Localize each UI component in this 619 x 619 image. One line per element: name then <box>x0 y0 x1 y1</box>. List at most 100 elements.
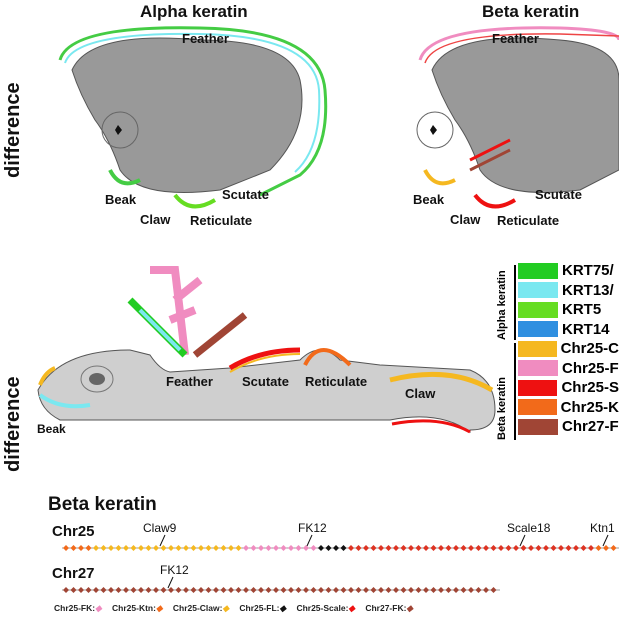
gene-marker <box>505 545 512 551</box>
gene-marker <box>408 587 414 593</box>
gene-marker <box>250 545 257 551</box>
gene-marker <box>378 545 384 551</box>
chick-body <box>37 266 496 434</box>
side-label-b: difference <box>2 376 24 472</box>
gene-marker <box>310 587 317 593</box>
gene-marker <box>603 545 609 551</box>
gene-marker <box>393 545 399 551</box>
gene-marker <box>303 545 309 551</box>
gene-marker <box>190 545 197 551</box>
gene-marker <box>130 587 137 593</box>
legend-label: KRT14 <box>562 320 610 338</box>
legend-item: Chr27-F <box>498 417 619 437</box>
gene-marker <box>250 587 257 593</box>
legend-swatch <box>518 321 558 338</box>
label-feather-a: Feather <box>182 31 229 46</box>
bird-alpha <box>58 26 328 209</box>
legend-swatch <box>518 418 558 435</box>
gene-marker <box>220 587 227 593</box>
label-claw-c: Claw <box>405 386 436 401</box>
legend-item: KRT14 <box>498 320 619 340</box>
gene-marker <box>258 545 264 551</box>
gene-markers <box>63 545 617 593</box>
label-beak-c: Beak <box>37 422 66 436</box>
legend-label: KRT13/ <box>562 281 614 299</box>
label-reticulate-c: Reticulate <box>305 374 368 389</box>
gene-marker <box>340 545 347 551</box>
gene-marker <box>220 545 227 551</box>
title-alpha-keratin: Alpha keratin <box>140 2 248 21</box>
gene-marker <box>325 587 332 593</box>
gene-marker <box>423 587 429 593</box>
legend-chr27-fk: Chr27-FK:◆ <box>365 603 413 613</box>
gene-marker <box>430 545 437 551</box>
legend-swatch <box>518 340 557 357</box>
gene-marker <box>423 545 429 551</box>
gene-marker <box>265 587 272 593</box>
gene-marker <box>415 545 422 551</box>
label-claw-a: Claw <box>140 212 171 227</box>
legend-swatch <box>518 301 558 318</box>
legend-label: Chr25-F <box>562 359 619 377</box>
legend-swatch <box>518 379 558 396</box>
marker-legend: Chr25-FK:◆ Chr25-Ktn:◆ Chr25-Claw:◆ Chr2… <box>54 603 421 614</box>
gene-marker <box>273 545 279 551</box>
gene-marker <box>498 545 504 551</box>
gene-marker <box>445 545 452 551</box>
gene-marker <box>168 545 174 551</box>
gene-marker <box>205 545 212 551</box>
gene-marker <box>258 587 264 593</box>
gene-marker <box>385 545 392 551</box>
annot-chr27-fk12: FK12 <box>160 563 189 577</box>
gene-marker <box>138 545 144 551</box>
gene-marker <box>573 545 579 551</box>
gene-marker <box>235 545 242 551</box>
gene-marker <box>595 545 602 551</box>
gene-marker <box>475 545 482 551</box>
chr27-label: Chr27 <box>52 565 95 582</box>
gene-marker <box>483 587 489 593</box>
gene-marker <box>400 587 407 593</box>
gene-marker <box>370 545 377 551</box>
gene-marker <box>175 545 182 551</box>
gene-marker <box>588 545 594 551</box>
annot-claw9: Claw9 <box>143 521 177 535</box>
gene-marker <box>175 587 182 593</box>
gene-marker <box>63 545 69 551</box>
legend-chr25-fl: Chr25-FL:◆ <box>239 603 287 613</box>
gene-marker <box>70 545 77 551</box>
gene-marker <box>460 545 467 551</box>
gene-marker <box>280 587 287 593</box>
gene-marker <box>348 587 354 593</box>
gene-marker <box>558 545 564 551</box>
legend-item: Chr25-S <box>498 378 619 398</box>
gene-marker <box>243 587 249 593</box>
legend-chr25-claw: Chr25-Claw:◆ <box>172 603 229 613</box>
gene-marker <box>288 587 294 593</box>
gene-marker <box>115 587 122 593</box>
gene-marker <box>475 587 482 593</box>
gene-marker <box>108 545 114 551</box>
legend-chr25-ktn: Chr25-Ktn:◆ <box>112 603 163 613</box>
label-scutate-b: Scutate <box>535 187 582 202</box>
annot-fk12: FK12 <box>298 521 327 535</box>
gene-marker <box>408 545 414 551</box>
gene-marker <box>100 587 107 593</box>
gene-marker <box>303 587 309 593</box>
gene-marker <box>310 545 317 551</box>
label-beak-a: Beak <box>105 192 137 207</box>
legend-label: Chr25-S <box>561 379 619 397</box>
gene-marker <box>318 545 324 551</box>
gene-marker <box>483 545 489 551</box>
gene-marker <box>198 545 204 551</box>
gene-marker <box>198 587 204 593</box>
gene-marker <box>213 545 219 551</box>
gene-marker <box>70 587 77 593</box>
gene-marker <box>265 545 272 551</box>
gene-marker <box>160 587 167 593</box>
gene-marker <box>393 587 399 593</box>
legend-label: KRT5 <box>562 301 602 319</box>
gene-marker <box>340 587 347 593</box>
